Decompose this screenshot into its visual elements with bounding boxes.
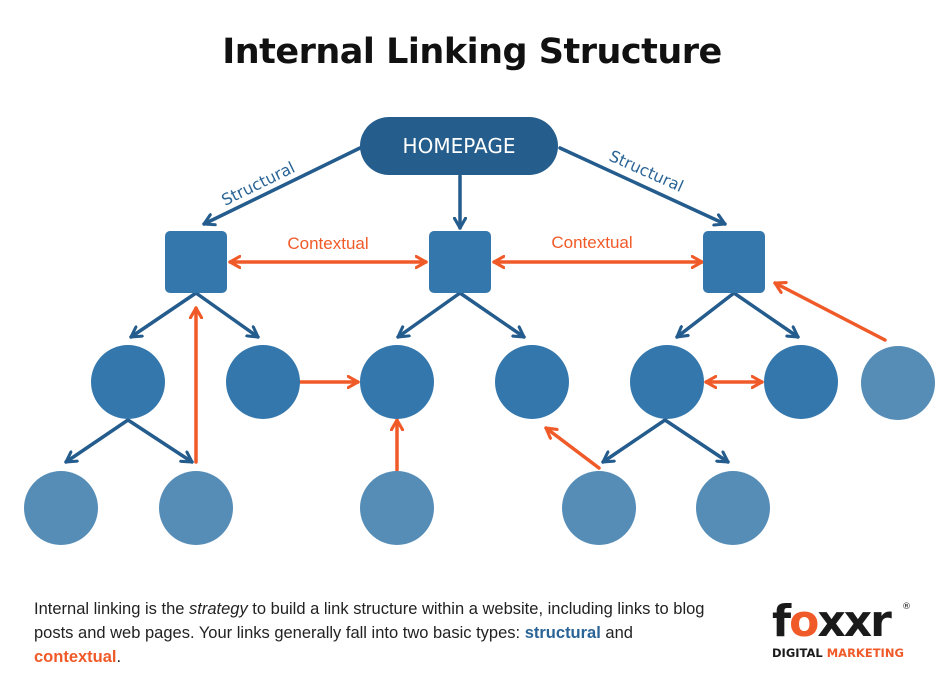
structural-link [458,291,526,339]
category-node-right [703,231,765,293]
page-node [495,345,569,419]
contextual-link [773,283,887,342]
orphan-page-node [861,346,935,420]
homepage-label: HOMEPAGE [403,134,516,158]
logo-letters: xxr [817,596,891,647]
contextual-link [544,426,601,470]
structural-link [396,291,462,339]
description-text: and [600,624,633,642]
post-node [159,471,233,545]
structural-link-home-right [558,146,727,224]
contextual-keyword: contextual [34,648,117,666]
description: Internal linking is the strategy to buil… [34,597,724,669]
page-node [91,345,165,419]
page-node [226,345,300,419]
structural-link [129,291,198,339]
structural-link [732,291,800,339]
category-node-center [429,231,491,293]
page-node [764,345,838,419]
logo-wordmark: foxxr [772,600,892,644]
contextual-label-right: Contextual [551,233,632,252]
foxxr-logo: foxxr ® DIGITAL MARKETING [770,600,920,662]
structural-link [663,418,730,464]
post-node [360,471,434,545]
structural-link [64,418,130,464]
structural-links [64,146,800,464]
logo-tagline-digital: DIGITAL [772,646,827,660]
structural-link [601,418,667,464]
logo-letter: f [772,596,791,647]
registered-mark: ® [902,602,911,612]
page-node [360,345,434,419]
post-node [562,471,636,545]
description-emphasis: strategy [189,600,248,618]
description-text: Internal linking is the [34,600,190,618]
contextual-links [196,262,887,472]
post-node [24,471,98,545]
structural-keyword: structural [524,624,601,642]
contextual-label-left: Contextual [287,234,368,253]
linking-diagram: HOMEPAGE Structural Structural Contextua… [24,117,935,545]
page-node [630,345,704,419]
logo-tagline: DIGITAL MARKETING [772,646,904,660]
structural-link [194,291,260,339]
structural-link [675,291,736,339]
logo-tagline-marketing: MARKETING [826,646,904,660]
structural-link-home-left [202,146,362,224]
category-node-left [165,231,227,293]
description-text: . [116,648,122,666]
structural-link [126,418,194,464]
homepage-node: HOMEPAGE [360,117,558,175]
logo-letter-o: o [789,596,819,647]
description-text: to build a link structure within a websi… [34,600,705,642]
post-node [696,471,770,545]
page-title: Internal Linking Structure [222,32,722,72]
